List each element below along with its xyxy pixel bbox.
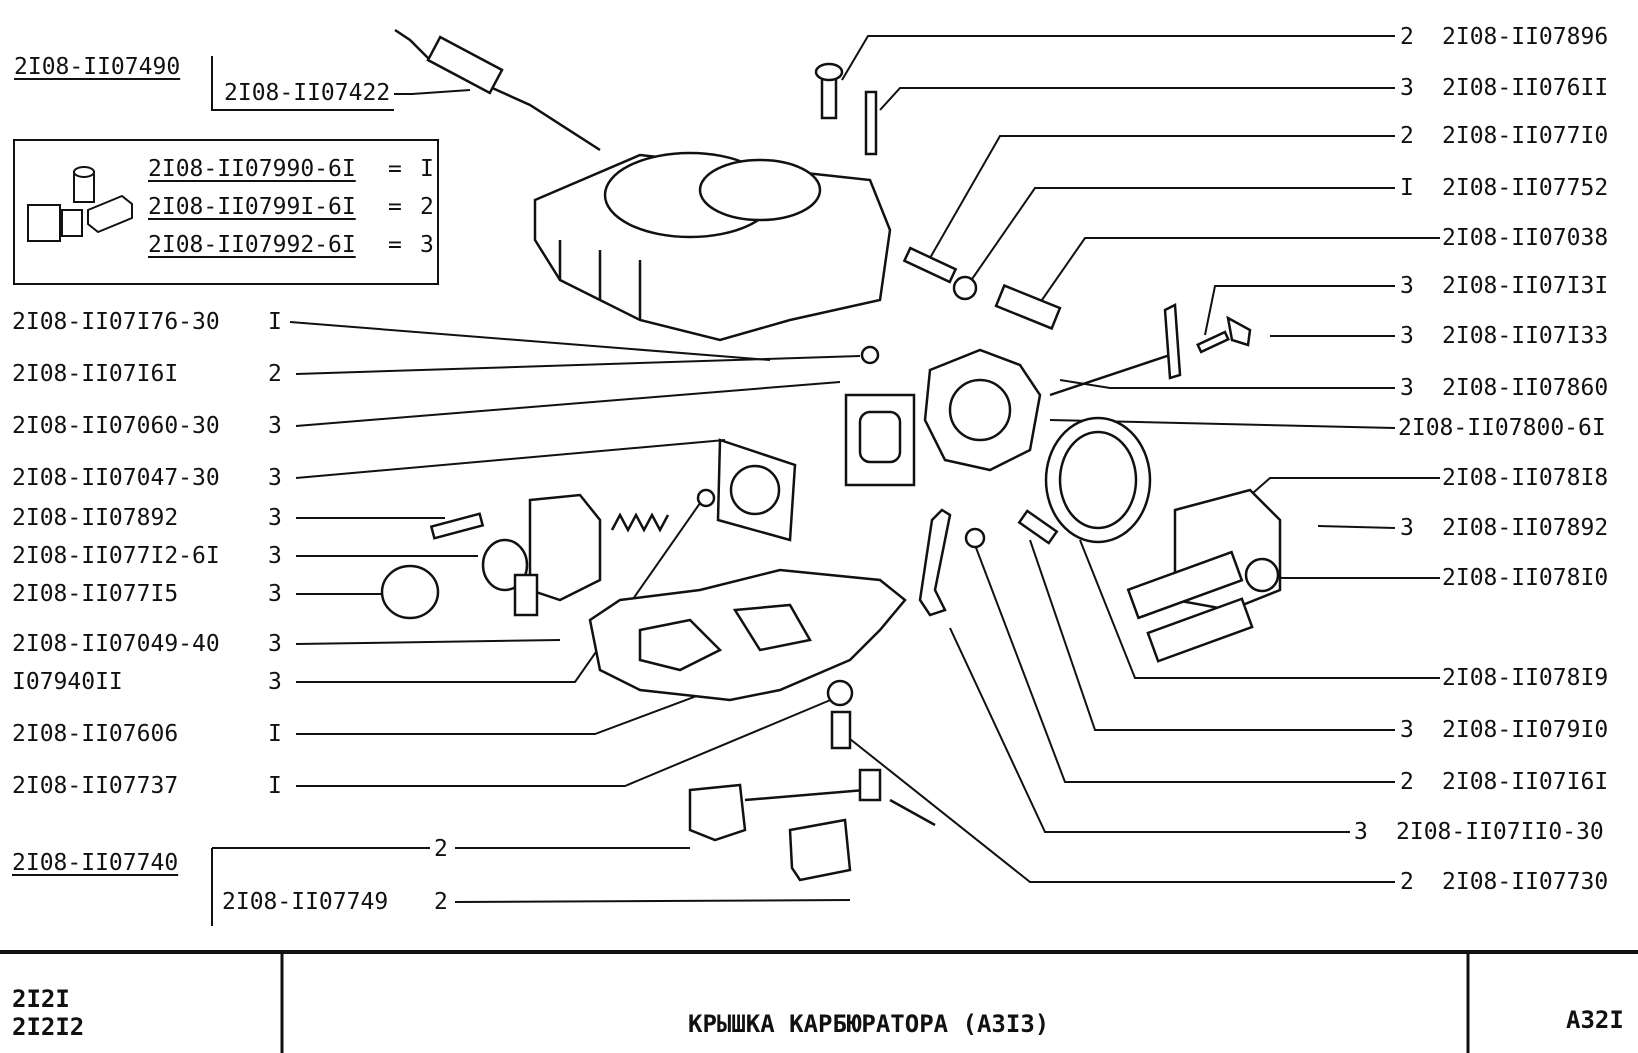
part-qty-right: 3	[1400, 515, 1414, 541]
part-code-left[interactable]: 2I08-II07049-40	[12, 631, 220, 657]
footer-model-1: 2I2I	[12, 985, 70, 1013]
part-code-right[interactable]: 2I08-II07896	[1442, 24, 1609, 50]
part-qty-right: 3	[1354, 819, 1368, 845]
part-code-right[interactable]: 2I08-II07I33	[1442, 323, 1609, 349]
part-code-right[interactable]: 2I08-II07730	[1442, 869, 1609, 895]
kit-legend-eq: =	[388, 156, 402, 182]
group-main-sub-code[interactable]: 2I08-II07422	[224, 80, 391, 106]
float-group-code[interactable]: 2I08-II07740	[12, 850, 179, 876]
part-qty-right: 3	[1400, 375, 1414, 401]
float-right	[788, 818, 852, 882]
part-qty-right: 2	[1400, 24, 1414, 50]
float-sub-code[interactable]: 2I08-II07749	[222, 889, 389, 915]
page-title: КРЫШКА КАРБЮРАТОРА (АЗIЗ)	[688, 1010, 1050, 1038]
kit-legend-code[interactable]: 2I08-II07990-6I	[148, 156, 356, 182]
part-qty-right: 2	[1400, 869, 1414, 895]
part-code-left[interactable]: 2I08-II07I6I	[12, 361, 179, 387]
part-code-left[interactable]: 2I08-II077I5	[12, 581, 179, 607]
part-code-right[interactable]: 2I08-II078I9	[1442, 665, 1609, 691]
part-code-right[interactable]: 2I08-II07800-6I	[1398, 415, 1606, 441]
part-qty-left: I	[268, 721, 282, 747]
part-qty-left: 3	[268, 505, 282, 531]
sheet-number: А32I	[1566, 1006, 1624, 1034]
part-qty-left: 3	[268, 669, 282, 695]
part-code-right[interactable]: 2I08-II07752	[1442, 175, 1609, 201]
part-code-left[interactable]: 2I08-II07892	[12, 505, 179, 531]
float-sub-qty: 2	[434, 889, 448, 915]
part-qty-left: I	[268, 309, 282, 335]
part-qty-right: 3	[1400, 717, 1414, 743]
group-main-code[interactable]: 2I08-II07490	[14, 54, 181, 80]
part-code-left[interactable]: 2I08-II077I2-6I	[12, 543, 220, 569]
kit-legend-num: I	[420, 156, 434, 182]
part-code-right[interactable]: 2I08-II079I0	[1442, 717, 1609, 743]
part-qty-left: 3	[268, 581, 282, 607]
float-group-qty: 2	[434, 836, 448, 862]
part-code-right[interactable]: 2I08-II07892	[1442, 515, 1609, 541]
part-qty-right: 2	[1400, 769, 1414, 795]
part-code-right[interactable]: 2I08-II07038	[1442, 225, 1609, 251]
part-code-right[interactable]: 2I08-II07I3I	[1442, 273, 1609, 299]
part-qty-left: I	[268, 773, 282, 799]
float-left	[688, 783, 747, 842]
kit-legend-num: 3	[420, 232, 434, 258]
part-code-left[interactable]: 2I08-II07737	[12, 773, 179, 799]
diaphragm-cup	[1044, 416, 1152, 544]
cover-gasket	[588, 568, 907, 702]
part-code-right[interactable]: 2I08-II07860	[1442, 375, 1609, 401]
kit-legend-eq: =	[388, 194, 402, 220]
part-qty-left: 3	[268, 465, 282, 491]
part-qty-right: I	[1400, 175, 1414, 201]
kit-legend-code[interactable]: 2I08-II07992-6I	[148, 232, 356, 258]
kit-legend-num: 2	[420, 194, 434, 220]
part-code-right[interactable]: 2I08-II078I0	[1442, 565, 1609, 591]
part-code-left[interactable]: 2I08-II07047-30	[12, 465, 220, 491]
part-code-left[interactable]: I07940II	[12, 669, 123, 695]
footer-models: 2I2I 2I2I2	[12, 985, 84, 1041]
part-code-right[interactable]: 2I08-II07II0-30	[1396, 819, 1604, 845]
part-qty-left: 2	[268, 361, 282, 387]
part-code-right[interactable]: 2I08-II07I6I	[1442, 769, 1609, 795]
kit-legend-eq: =	[388, 232, 402, 258]
part-qty-left: 3	[268, 413, 282, 439]
part-qty-right: 3	[1400, 273, 1414, 299]
group-bracket-top	[211, 56, 394, 111]
starter-device	[923, 348, 1042, 472]
kit-legend-code[interactable]: 2I08-II0799I-6I	[148, 194, 356, 220]
footer-model-2: 2I2I2	[12, 1013, 85, 1041]
part-qty-left: 3	[268, 543, 282, 569]
kit-legend-box	[13, 139, 439, 285]
kit-icon	[27, 166, 133, 242]
part-code-right[interactable]: 2I08-II076II	[1442, 75, 1609, 101]
part-code-right[interactable]: 2I08-II078I8	[1442, 465, 1609, 491]
part-code-left[interactable]: 2I08-II07I76-30	[12, 309, 220, 335]
part-qty-right: 3	[1400, 323, 1414, 349]
part-qty-right: 2	[1400, 123, 1414, 149]
part-code-left[interactable]: 2I08-II07060-30	[12, 413, 220, 439]
part-code-left[interactable]: 2I08-II07606	[12, 721, 179, 747]
part-code-right[interactable]: 2I08-II077I0	[1442, 123, 1609, 149]
part-qty-left: 3	[268, 631, 282, 657]
fuel-tube	[394, 28, 601, 152]
part-qty-right: 3	[1400, 75, 1414, 101]
